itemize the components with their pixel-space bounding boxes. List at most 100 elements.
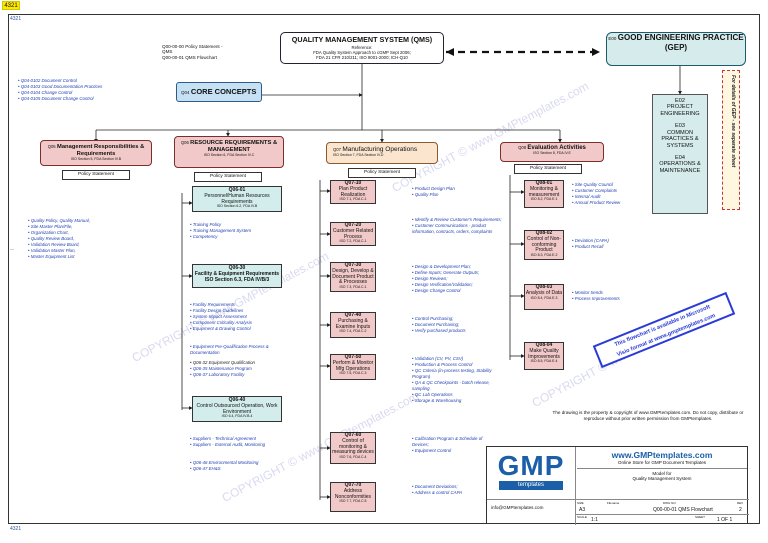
q05-policy[interactable]: Policy Statement [62, 170, 130, 180]
q07-box[interactable]: Q07 Manufacturing Operations ISO Section… [326, 142, 438, 164]
q07-20-label: Customer Related Process [332, 227, 374, 240]
size-value: A3 [579, 507, 586, 513]
logo-small: templates [499, 481, 563, 490]
q07-30-box[interactable]: Q07-30 Design, Develop & Document Produc… [330, 262, 376, 292]
q07-50-box[interactable]: Q07-50 Perform & Monitor Mfg Operations … [330, 354, 376, 380]
model-name: Quality Management System [632, 476, 692, 481]
q08-02-notes: Deviation (CAPA) Product Recall [572, 238, 652, 250]
q08-03-box[interactable]: Q08-03 Analysis of Data ISO 8.4, FDA E.3 [524, 284, 564, 310]
note-item: QC Criteria (in-process testing, Stabili… [412, 368, 508, 380]
gep-e03-code: E03 [675, 123, 685, 130]
q07-40-code: Q07-40 [344, 312, 362, 318]
q07-40-box[interactable]: Q07-40 Purchasing & Examine Inputs ISO 7… [330, 312, 376, 338]
qms-box[interactable]: QUALITY MANAGEMENT SYSTEM (QMS) Referenc… [280, 32, 444, 64]
q06-40-notes: Suppliers - Technical Agreement Supplier… [190, 436, 288, 448]
note-item: Customer Communications - product inform… [412, 223, 506, 235]
q08-01-notes: Site Quality Council Customer Complaints… [572, 182, 662, 206]
rev-value: 2 [739, 507, 742, 513]
gep-box[interactable]: E00 GOOD ENGINEERING PRACTICE (GEP) [606, 32, 746, 66]
note-item: Document Deviations; [412, 484, 490, 490]
note-item: Internal Audit [572, 194, 662, 200]
note-item: Master Equipment List [28, 254, 148, 260]
gep-e02-label[interactable]: PROJECT ENGINEERING [660, 104, 700, 117]
q06-01-sub: ISO Section 6.2, FDA IV.B [216, 204, 258, 209]
site-link[interactable]: www.GMPtemplates.com [611, 450, 713, 460]
q08-03-sub: ISO 8.4, FDA E.3 [530, 295, 558, 300]
note-item: Define Inputs; Generate Outputs; [412, 270, 506, 276]
q07-60-sub: ISO 7.6, FDA C.4 [339, 455, 367, 459]
q07-30-code: Q07-30 [344, 262, 362, 268]
q05-notes: Quality Policy, Quality Manual, Site Mas… [28, 218, 148, 260]
q07-40-label: Purchasing & Examine Inputs [335, 317, 371, 330]
gep-e03-label[interactable]: COMMON PRACTICES & SYSTEMS [661, 129, 699, 149]
q07-20-box[interactable]: Q07-20 Customer Related Process ISO 7.2,… [330, 222, 376, 246]
core-concepts-box[interactable]: Q04 CORE CONCEPTS [176, 82, 262, 102]
scale-value: 1:1 [591, 517, 598, 523]
note-item: Component Criticality Analysis [190, 320, 296, 326]
divider [575, 514, 749, 515]
note-item: Q04-0103 Good Documentation Practices [18, 84, 170, 90]
note-item: Quality Plan [412, 192, 502, 198]
note-item: Suppliers - External Audit, Monitoring [190, 442, 288, 448]
note-item: Validation Master Plan, [28, 248, 148, 254]
note-item: Address & control CAPA [412, 490, 490, 496]
q07-10-box[interactable]: Q07-10 Plan Product Realization ISO 7.1,… [330, 180, 376, 204]
note-item: Validation Review Board, [28, 242, 148, 248]
q06-01-box[interactable]: Q06-01 Personnel/Human Resources Require… [192, 186, 282, 212]
q07-30-notes: Design & Development Plan; Define Inputs… [412, 264, 506, 294]
q08-policy[interactable]: Policy Statement [514, 164, 582, 174]
q08-04-box[interactable]: Q08-04 Make Quality Improvements ISO 8.5… [524, 342, 564, 370]
note-item: Q04-0104 Change Control [18, 90, 170, 96]
note-item: Competency [190, 234, 286, 240]
q06-policy[interactable]: Policy Statement [194, 172, 262, 182]
q06-40-label: Control Outsourced Operation, Work Envir… [196, 402, 278, 415]
q08-box[interactable]: Q08 Evaluation Activities ISO Section 8,… [500, 142, 604, 162]
q08-03-code: Q08-03 [535, 284, 553, 290]
sheet-ref-bottom: 4321 [10, 526, 22, 532]
q06-40-notes-2: Q06-46 Environmental Monitoring Q06-47 E… [190, 460, 288, 472]
logo-big: GMP [497, 450, 565, 481]
dwg-value: Q00-00-01 QMS Flowchart [653, 507, 713, 513]
note-item: Site Master Plan/File, [28, 224, 148, 230]
sheet-tag-top: 4321 [2, 1, 20, 10]
q07-70-code: Q07-70 [344, 482, 362, 488]
note-item: Design Change Control [412, 288, 506, 294]
q07-70-label: Address Nonconformities [334, 487, 372, 500]
q07-10-sub: ISO 7.1, FDA C.1 [339, 197, 367, 202]
note-item: Annual Product Review [572, 200, 662, 206]
q08-02-box[interactable]: Q08-02 Control of Non-conforming Product… [524, 230, 564, 260]
q07-40-notes: Control Purchasing; Document Purchasing;… [412, 316, 506, 334]
q07-30-sub: ISO 7.3, FDA C.1 [339, 285, 367, 289]
note-item: Calibration Program & Schedule of Device… [412, 436, 490, 448]
q08-04-code: Q08-04 [535, 342, 553, 348]
q07-policy[interactable]: Policy Statement [348, 168, 416, 178]
q07-60-notes: Calibration Program & Schedule of Device… [412, 436, 490, 454]
q06-30-notes: Facility Requirements Facility Design Gu… [190, 302, 296, 332]
q06-box[interactable]: Q06 RESOURCE REQUIREMENTS & MANAGEMENT I… [174, 136, 284, 168]
note-item: Design & Development Plan; [412, 264, 506, 270]
q05-code: Q05 [47, 144, 56, 149]
q06-30-notes-3: Q06-32 Equipment Qualification Q06-35 Ma… [190, 360, 296, 378]
q07-70-box[interactable]: Q07-70 Address Nonconformities ISO 7.7, … [330, 482, 376, 512]
note-item: Storage & Warehousing [412, 398, 508, 404]
note-item: Validation (CV, PV, CSV) [412, 356, 508, 362]
q06-40-sub: ISO 6.4, FDA IV.B.4 [221, 414, 253, 419]
q06-30-box[interactable]: Q06-30 Facility & Equipment Requirements… [192, 264, 282, 288]
q05-box[interactable]: Q05 Management Responsibilities & Requir… [40, 140, 152, 166]
q07-50-sub: ISO 7.5, FDA C.3 [339, 371, 367, 376]
size-label: SIZE [577, 501, 584, 505]
q08-03-notes: Monitor trends Process Improvements [572, 290, 652, 302]
q07-20-sub: ISO 7.2, FDA C.1 [339, 239, 367, 244]
gep-side-note-box: For details of GEP - see separate sheet [722, 70, 740, 210]
note-item: Q06-47 EH&S [190, 466, 288, 472]
q07-60-box[interactable]: Q07-60 Control of monitoring & measuring… [330, 432, 376, 464]
note-item: Equipment Control [412, 448, 490, 454]
q06-40-box[interactable]: Q06-40 Control Outsourced Operation, Wor… [192, 396, 282, 422]
qms-policy-refs: Q00-00-00 Policy Statement - QMS Q00-00-… [162, 44, 230, 60]
q07-60-code: Q07-60 [344, 432, 362, 438]
note-item: Facility Design Guidelines [190, 308, 296, 314]
q08-01-box[interactable]: Q08-01 Monitoring & measurement ISO 8.2,… [524, 180, 564, 208]
gep-e04-label[interactable]: OPERATIONS & MAINTENANCE [659, 161, 701, 174]
q08-code: Q08 [518, 145, 527, 150]
email-link[interactable]: info@GMPtemplates.com [491, 505, 544, 510]
